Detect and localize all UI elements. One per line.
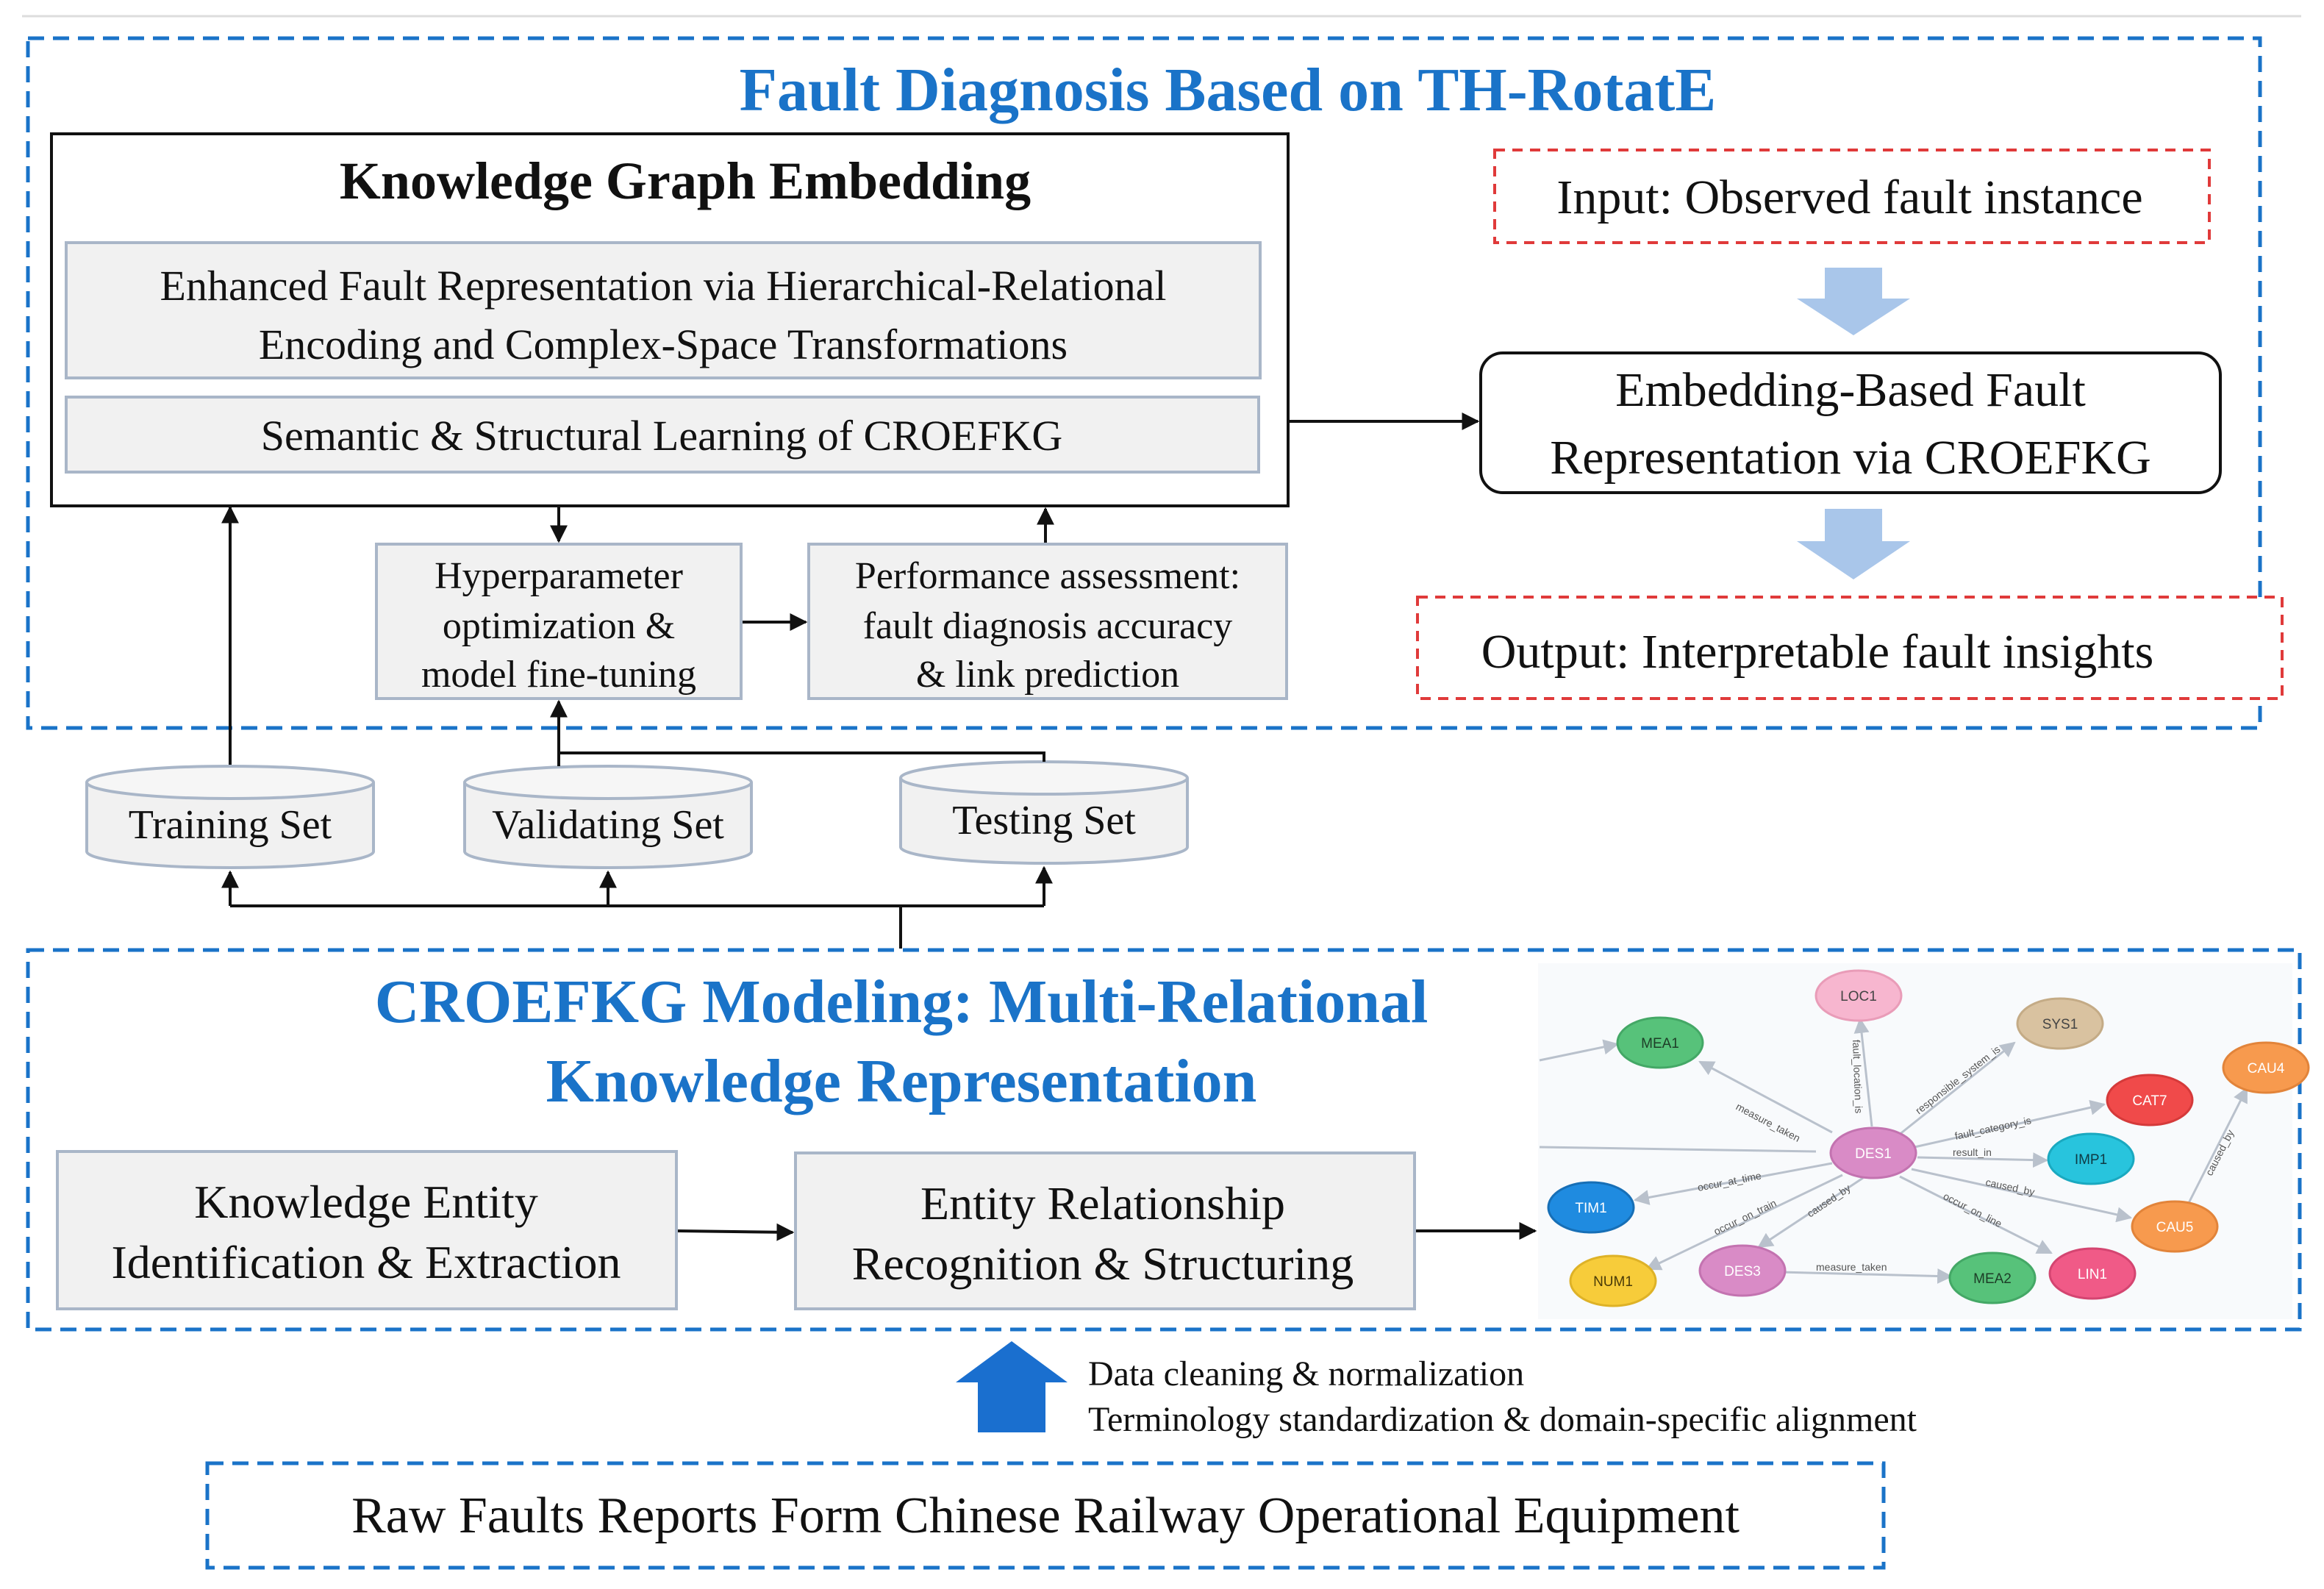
embedding-line2: Representation via CROEFKG [1550,431,2151,485]
raw-reports-box [205,1461,1886,1570]
knowledge-graph: measure_taken fault_location_is responsi… [1538,963,2310,1319]
bottom-section-title-line2: Knowledge Representation [546,1047,1257,1115]
raw-reports-text: Raw Faults Reports Form Chinese Railway … [351,1488,1740,1544]
validating-set-cylinder [463,765,753,869]
edge-offscreen-des1 [1539,1146,1817,1153]
embedding-box [1479,351,2222,494]
entity-extraction-line1: Knowledge Entity [194,1176,537,1228]
knowledge-graph-panel [1538,963,2292,1319]
node-cat7: CAT7 [2106,1074,2194,1126]
node-sys1: SYS1 [2016,997,2104,1050]
edge-des1-cat7 [1914,1099,2106,1149]
edge-des3-mea2 [1780,1268,1953,1285]
input-text: Input: Observed fault instance [1556,171,2142,224]
arrow-entity-to-relation [677,1223,795,1241]
edge-des1-lin1 [1899,1175,2053,1254]
kge-semantic-box [65,396,1260,474]
data-processing-line2: Terminology standardization & domain-spe… [1088,1400,1917,1439]
kge-enhanced-line1: Enhanced Fault Representation via Hierar… [160,262,1167,310]
node-imp1-label: IMP1 [2075,1152,2107,1168]
entity-extraction-line2: Identification & Extraction [111,1236,621,1288]
graph-nodes: DES1 LOC1 SYS1 MEA1 CAT7 CAU4 [1547,969,2310,1307]
node-num1: NUM1 [1569,1254,1657,1307]
testing-set-label: Testing Set [952,798,1136,843]
input-box [1493,149,2211,244]
kge-enhanced-line2: Encoding and Complex-Space Transformatio… [259,321,1068,368]
output-box [1416,596,2284,700]
node-mea1-label: MEA1 [1641,1036,1679,1051]
validating-set-label: Validating Set [492,802,724,848]
edge-des1-tim1 [1633,1162,1833,1205]
node-tim1-label: TIM1 [1575,1201,1606,1216]
kge-enhanced-box [65,241,1262,379]
bottom-section-frame [26,948,2302,1332]
bottom-section-title-line1: CROEFKG Modeling: Multi-Relational [375,968,1429,1036]
node-cau5-label: CAU5 [2156,1220,2194,1235]
edge-des1-imp1 [1917,1152,2049,1168]
relationship-line1: Entity Relationship [920,1177,1285,1229]
performance-line1: Performance assessment: [855,555,1240,597]
training-set-cylinder [85,765,375,869]
down-arrow-embedding-to-output [1797,509,1910,579]
node-cat7-label: CAT7 [2132,1093,2167,1109]
node-mea2-label: MEA2 [1973,1271,2012,1287]
edge-des1-des3 [1757,1176,1864,1249]
node-loc1-label: LOC1 [1840,989,1877,1004]
up-arrow-data-processing [956,1341,1068,1432]
node-des1: DES1 [1829,1126,1917,1179]
edge-label-fault-location-is: fault_location_is [1851,1040,1864,1114]
kge-title: Knowledge Graph Embedding [340,151,1031,210]
node-des3-label: DES3 [1724,1264,1761,1279]
graph-edges [1539,1017,2248,1285]
edge-des1-cau5 [1911,1168,2133,1223]
hyperparameter-line3: model fine-tuning [421,654,696,696]
performance-box [807,543,1288,700]
node-des1-label: DES1 [1855,1146,1892,1162]
output-text: Output: Interpretable fault insights [1481,625,2154,679]
top-section-frame [26,36,2262,730]
edge-des1-mea1 [1698,1060,1833,1134]
node-des3: DES3 [1698,1244,1787,1297]
relationship-line2: Recognition & Structuring [852,1238,1354,1290]
edge-offscreen-mea1 [1539,1039,1620,1062]
node-tim1: TIM1 [1547,1181,1635,1234]
node-mea2: MEA2 [1948,1251,2037,1304]
edge-des1-num1 [1645,1174,1843,1271]
testing-set-cylinder [899,760,1189,865]
node-imp1: IMP1 [2047,1132,2135,1185]
node-mea1: MEA1 [1616,1016,1704,1069]
hyperparameter-line1: Hyperparameter [435,555,683,597]
hyperparameter-box [375,543,743,700]
edge-label-result-in: result_in [1953,1146,1992,1158]
node-sys1-label: SYS1 [2042,1017,2078,1032]
entity-extraction-box [56,1150,678,1310]
node-lin1-label: LIN1 [2078,1267,2107,1282]
performance-line3: & link prediction [916,654,1179,696]
node-num1-label: NUM1 [1593,1274,1633,1290]
top-section-title: Fault Diagnosis Based on TH-RotatE [740,56,1717,124]
data-processing-line1: Data cleaning & normalization [1088,1354,1524,1393]
hyperparameter-line2: optimization & [443,605,675,647]
node-loc1: LOC1 [1814,969,1903,1022]
relationship-box [794,1151,1416,1310]
split-line-left [230,904,902,949]
node-lin1: LIN1 [2048,1247,2137,1300]
kge-semantic-text: Semantic & Structural Learning of CROEFK… [261,412,1063,460]
edge-des1-sys1 [1898,1041,2016,1137]
node-cau4-label: CAU4 [2248,1061,2285,1076]
down-arrow-input-to-embedding [1797,268,1910,335]
line-testing-to-validating [559,751,1045,762]
performance-line2: fault diagnosis accuracy [863,605,1232,647]
training-set-label: Training Set [129,802,332,848]
node-cau5: CAU5 [2131,1200,2219,1253]
edge-label-measure-taken-2: measure_taken [1816,1261,1887,1273]
node-cau4: CAU4 [2222,1041,2310,1094]
edge-cau5-cau4 [2187,1087,2248,1205]
embedding-line1: Embedding-Based Fault [1615,363,2086,417]
edge-des1-loc1 [1853,1017,1873,1127]
